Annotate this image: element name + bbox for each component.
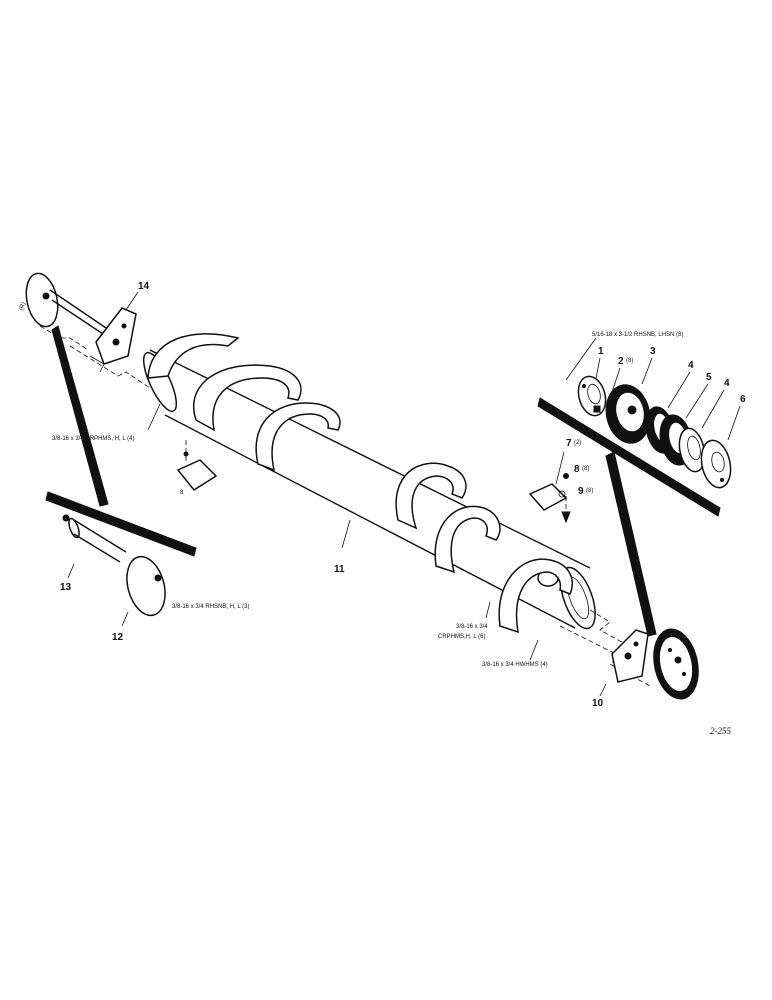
label-7-qty: (2) — [574, 440, 581, 446]
screw-8 — [563, 473, 569, 479]
left-end-disc — [25, 272, 59, 328]
bolt-1 — [577, 375, 607, 417]
label-9-qty: (8) — [586, 488, 593, 494]
bearing-bracket-14 — [89, 307, 137, 373]
spec-left-inset: 3/8-16 x 3/4 RHSNB, H, L (3) — [172, 604, 249, 610]
spec-center-2: CRPHMS,H, L (6) — [438, 634, 485, 640]
auger-flighting-right — [395, 462, 573, 634]
leader-wedge-right — [605, 451, 657, 637]
inset-frame-right — [537, 397, 721, 517]
label-8-left: 8 — [180, 490, 184, 496]
hub-6 — [700, 439, 732, 489]
bearing-bracket-10 — [611, 629, 649, 683]
cover-plate-left — [176, 440, 218, 491]
label-2: 2 — [618, 356, 624, 367]
nut-9 — [558, 490, 566, 498]
label-9: 9 — [578, 486, 584, 497]
label-14: 14 — [138, 281, 150, 292]
label-5: 5 — [706, 372, 712, 383]
label-1: 1 — [598, 346, 604, 357]
spec-center-1: 3/8-16 x 3/4 — [456, 624, 488, 630]
label-11: 11 — [334, 564, 345, 575]
washer-2 — [593, 405, 601, 413]
stub-shaft-13 — [62, 514, 127, 563]
label-4b: 4 — [724, 378, 730, 389]
label-8: 8 — [574, 464, 580, 475]
label-4a: 4 — [688, 360, 694, 371]
label-6: 6 — [740, 394, 746, 405]
label-3: 3 — [650, 346, 656, 357]
label-12: 12 — [112, 632, 124, 643]
label-7: 7 — [566, 438, 572, 449]
drive-sprocket-right — [653, 628, 699, 700]
label-2-qty: (8) — [626, 358, 633, 364]
edge-mark: (R) — [19, 302, 27, 312]
pressure-plate-3 — [605, 384, 651, 444]
inset-frame-left — [45, 491, 197, 557]
leader-wedge-left — [51, 325, 109, 507]
label-10: 10 — [592, 698, 604, 709]
figure-reference: 2-255 — [710, 726, 731, 736]
spec-left-mid: 3/8-16 x 3/4 CRPHMS, H, L (4) — [52, 436, 134, 442]
label-8-qty: (8) — [582, 466, 589, 472]
label-13: 13 — [60, 582, 72, 593]
end-disc-12 — [126, 555, 166, 617]
auger-flighting-left — [147, 333, 341, 472]
spec-top-right: 5/16-18 x 3-1/2 RHSNB, LHSN (8) — [592, 332, 683, 338]
spec-center-3: 3/8-16 x 3/4 HWHMS (4) — [482, 662, 548, 668]
